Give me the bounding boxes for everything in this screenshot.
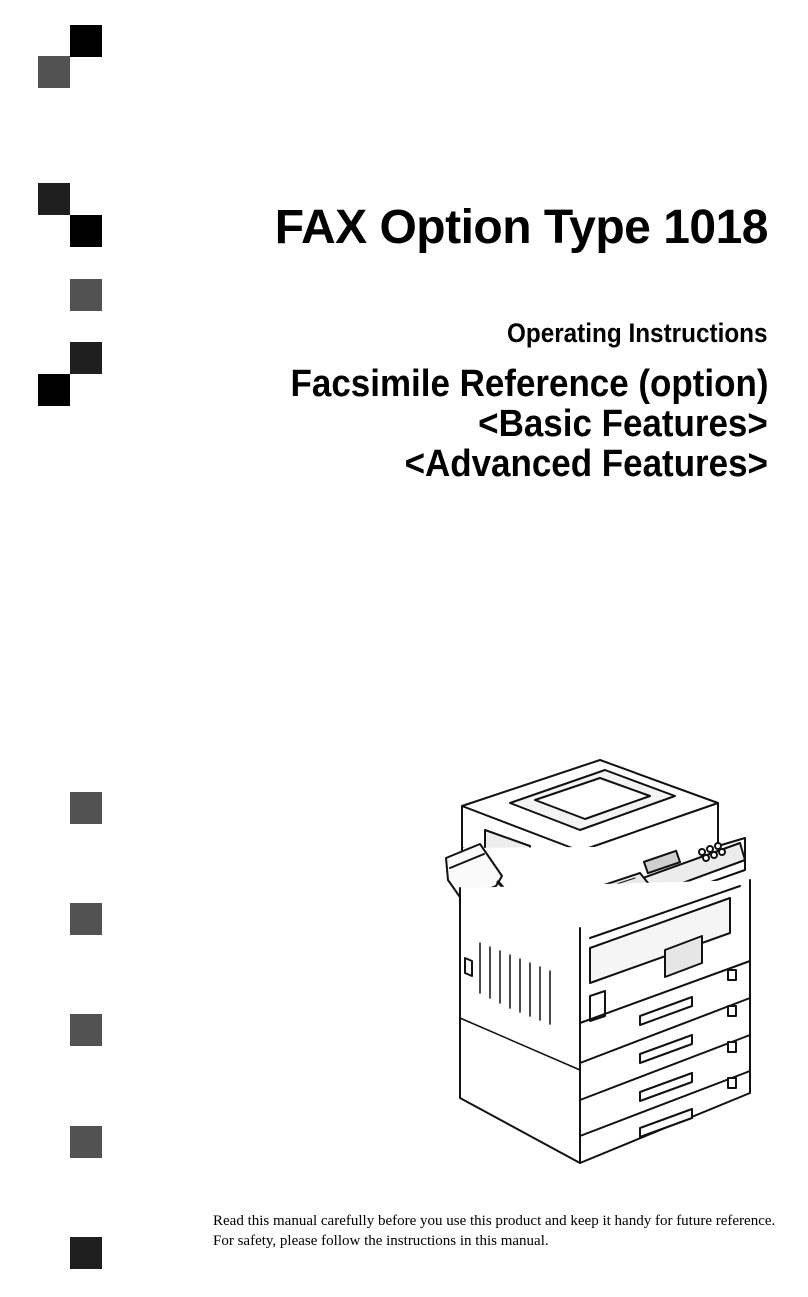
copier-illustration <box>445 759 751 1164</box>
decor-square <box>70 1237 102 1269</box>
decor-square <box>38 56 70 88</box>
decor-square <box>70 25 102 57</box>
notice-line: For safety, please follow the instructio… <box>213 1233 549 1249</box>
decor-square <box>70 342 102 374</box>
heading-line: <Advanced Features> <box>404 443 768 485</box>
safety-notice: Read this manual carefully before you us… <box>213 1211 783 1251</box>
decor-square <box>38 374 70 406</box>
decor-square <box>70 903 102 935</box>
heading-line: Facsimile Reference (option) <box>290 363 768 405</box>
decor-square <box>70 1126 102 1158</box>
decor-square <box>70 279 102 311</box>
heading-line: <Basic Features> <box>478 403 768 445</box>
document-subtitle: Operating Instructions <box>507 318 768 348</box>
notice-line: Read this manual carefully before you us… <box>213 1213 776 1229</box>
decor-square <box>38 183 70 215</box>
decor-square <box>70 1014 102 1046</box>
document-title: FAX Option Type 1018 <box>274 201 769 254</box>
decor-square <box>70 215 102 247</box>
decor-square <box>70 792 102 824</box>
